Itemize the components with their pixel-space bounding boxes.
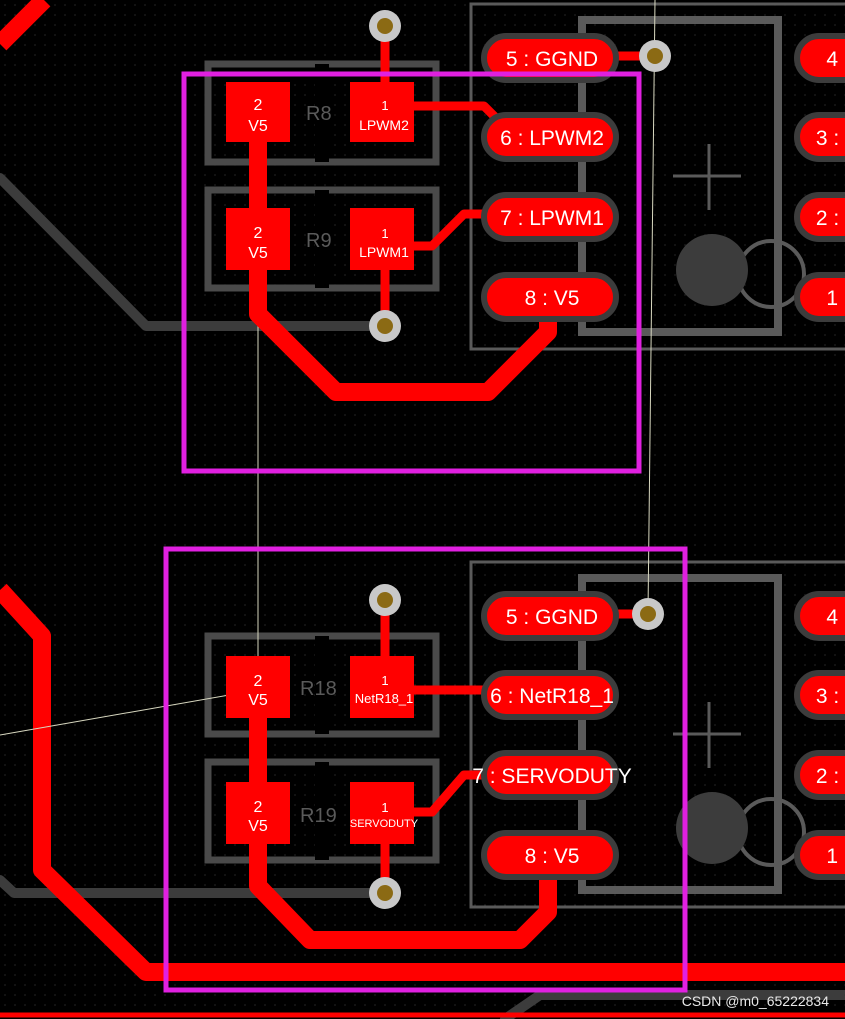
pin-label: 1 : [826, 845, 845, 868]
pad-net: SERVODUTY [350, 818, 419, 830]
connector-body-top [469, 2, 845, 351]
pin-label: 1 : [826, 287, 845, 310]
pad-number: 1 [381, 673, 388, 688]
via[interactable] [632, 598, 664, 630]
pin-label: 2 : N [816, 765, 845, 788]
designator-label: R18 [300, 678, 337, 700]
connector-pin-6[interactable]: 6 : NetR18_1 [481, 670, 619, 720]
via[interactable] [369, 10, 401, 42]
pin-label: 3 : N [816, 127, 845, 150]
pin-label: 5 : GGND [506, 48, 598, 71]
pad-net: V5 [248, 692, 268, 709]
pad-1[interactable]: 1 NetR18_1 [350, 656, 414, 718]
connector-pin-1[interactable]: 1 : [794, 830, 845, 880]
pad-number: 1 [381, 226, 388, 241]
pad-number: 1 [381, 800, 388, 815]
resistor-r8[interactable]: R8 2 V5 1 LPWM2 [226, 82, 414, 142]
selection-box-bottom[interactable] [163, 546, 688, 993]
connector-pin-5[interactable]: 5 : GGND [481, 33, 619, 83]
connector-pin-3[interactable]: 3 : N [794, 112, 845, 162]
via[interactable] [369, 584, 401, 616]
connector-pin-1[interactable]: 1 : [794, 272, 845, 322]
top-layer-tracks-outer [0, 0, 845, 981]
connector-pin-6[interactable]: 6 : LPWM2 [481, 112, 619, 162]
pad-2[interactable]: 2 V5 [226, 656, 290, 718]
pad-net: LPWM1 [359, 244, 409, 260]
resistor-r9[interactable]: R9 2 V5 1 LPWM1 [226, 208, 414, 270]
pin-label: 8 : V5 [525, 287, 580, 310]
pad-number: 1 [381, 98, 388, 113]
pad-2[interactable]: 2 V5 [226, 208, 290, 270]
pin-label: 4 : [826, 48, 845, 71]
connector-pin-8[interactable]: 8 : V5 [481, 272, 619, 322]
pin-label: 6 : NetR18_1 [490, 685, 614, 708]
designator-label: R8 [306, 103, 332, 125]
via[interactable] [369, 877, 401, 909]
connector-pads-bottom[interactable]: 5 : GGND 6 : NetR18_1 7 : SERVODUTY 8 : … [472, 591, 845, 880]
pin-label: 7 : SERVODUTY [472, 765, 632, 788]
via[interactable] [639, 40, 671, 72]
pad-1[interactable]: 1 LPWM2 [350, 82, 414, 142]
pad-2[interactable]: 2 V5 [226, 82, 290, 142]
pad-1[interactable]: 1 LPWM1 [350, 208, 414, 270]
pin-label: 6 : LPWM2 [500, 127, 604, 150]
via[interactable] [369, 310, 401, 342]
connector-pin-5[interactable]: 5 : GGND [481, 591, 619, 641]
pad-net: NetR18_1 [355, 691, 414, 706]
pad-1[interactable]: 1 SERVODUTY [350, 782, 419, 844]
resistor-outlines [204, 60, 440, 864]
pin-label: 4 : [826, 606, 845, 629]
ratsnest-lines [0, 0, 656, 736]
connector-pin-2[interactable]: 2 : N [794, 750, 845, 800]
pad-number: 2 [254, 673, 263, 690]
pin-label: 3 : N [816, 685, 845, 708]
designator-label: R19 [300, 805, 337, 827]
pad-net: V5 [248, 245, 268, 262]
selection-box-top[interactable] [181, 71, 642, 474]
pad-net: LPWM2 [359, 117, 409, 133]
pad-net: V5 [248, 818, 268, 835]
pin-label: 7 : LPWM1 [500, 207, 604, 230]
connector-body-bottom [469, 560, 845, 909]
pad-net: V5 [248, 118, 268, 135]
resistor-r19[interactable]: R19 2 V5 1 SERVODUTY [226, 782, 419, 844]
pin-label: 5 : GGND [506, 606, 598, 629]
connector-pin-3[interactable]: 3 : N [794, 670, 845, 720]
connector-pin-4[interactable]: 4 : [794, 33, 845, 83]
designator-label: R9 [306, 230, 332, 252]
connector-pin-2[interactable]: 2 : N [794, 192, 845, 242]
connector-pin-8[interactable]: 8 : V5 [481, 830, 619, 880]
watermark: CSDN @m0_65222834 [681, 993, 829, 1009]
connector-pads-top[interactable]: 5 : GGND 6 : LPWM2 7 : LPWM1 8 : V5 4 : … [481, 33, 845, 322]
pad-number: 2 [254, 97, 263, 114]
connector-pin-7[interactable]: 7 : LPWM1 [481, 192, 619, 242]
pad-2[interactable]: 2 V5 [226, 782, 290, 844]
resistor-r18[interactable]: R18 2 V5 1 NetR18_1 [226, 656, 414, 718]
pin-label: 8 : V5 [525, 845, 580, 868]
pin-label: 2 : N [816, 207, 845, 230]
connector-pin-7[interactable]: 7 : SERVODUTY [472, 750, 632, 800]
pad-number: 2 [254, 225, 263, 242]
pad-number: 2 [254, 799, 263, 816]
connector-pin-4[interactable]: 4 : [794, 591, 845, 641]
